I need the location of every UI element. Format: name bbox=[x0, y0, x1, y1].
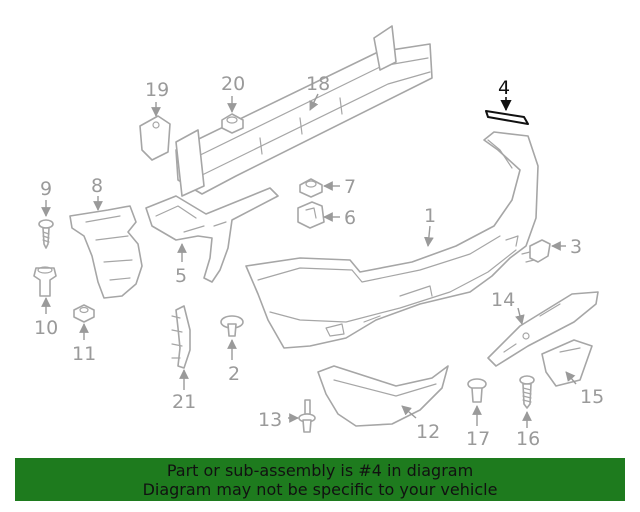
part-19-bracket[interactable] bbox=[139, 115, 171, 161]
part-21-strip[interactable] bbox=[171, 305, 191, 369]
part-15-plate[interactable] bbox=[541, 339, 593, 387]
banner-line-1: Part or sub-assembly is #4 in diagram bbox=[166, 461, 474, 480]
callout-14[interactable]: 14 bbox=[491, 289, 515, 311]
callout-5[interactable]: 5 bbox=[175, 265, 187, 287]
banner-line-2: Diagram may not be specific to your vehi… bbox=[142, 480, 498, 499]
callout-11[interactable]: 11 bbox=[72, 343, 96, 365]
callout-21[interactable]: 21 bbox=[172, 391, 196, 413]
part-4-moulding[interactable] bbox=[485, 110, 529, 125]
callout-20[interactable]: 20 bbox=[221, 73, 245, 95]
callout-17[interactable]: 17 bbox=[466, 428, 490, 450]
callout-3[interactable]: 3 bbox=[570, 236, 582, 258]
part-7-nut[interactable] bbox=[299, 178, 323, 198]
callout-19[interactable]: 19 bbox=[145, 79, 169, 101]
part-17-screw[interactable] bbox=[467, 378, 487, 403]
callout-4[interactable]: 4 bbox=[498, 77, 510, 99]
callout-18[interactable]: 18 bbox=[306, 73, 330, 95]
callout-6[interactable]: 6 bbox=[344, 207, 356, 229]
part-1-bumper-cover[interactable] bbox=[245, 131, 539, 349]
part-20-nut[interactable] bbox=[221, 113, 244, 134]
part-13-bolt[interactable] bbox=[298, 399, 316, 433]
parts-diagram: 19 20 18 4 7 6 8 9 1 5 3 10 11 14 2 21 1… bbox=[33, 25, 604, 450]
part-12-lower-panel[interactable] bbox=[317, 365, 449, 427]
callout-2[interactable]: 2 bbox=[228, 363, 240, 385]
callout-7[interactable]: 7 bbox=[344, 176, 356, 198]
callout-8[interactable]: 8 bbox=[91, 175, 103, 197]
part-16-screw[interactable] bbox=[519, 375, 535, 409]
part-14-side-trim[interactable] bbox=[487, 291, 599, 367]
callout-12[interactable]: 12 bbox=[416, 421, 440, 443]
callout-9[interactable]: 9 bbox=[40, 178, 52, 200]
part-10-push-clip[interactable] bbox=[33, 266, 57, 297]
callout-labels: 19 20 18 4 7 6 8 9 1 5 3 10 11 14 2 21 1… bbox=[34, 73, 604, 450]
part-3-sensor-bracket[interactable] bbox=[521, 239, 551, 263]
part-6-clip[interactable] bbox=[297, 201, 325, 229]
leader-lines bbox=[41, 93, 577, 428]
part-9-screw[interactable] bbox=[38, 219, 54, 249]
part-2-push-pin[interactable] bbox=[220, 315, 244, 337]
part-11-nut[interactable] bbox=[73, 304, 95, 323]
callout-1[interactable]: 1 bbox=[424, 205, 436, 227]
callout-15[interactable]: 15 bbox=[580, 386, 604, 408]
part-18-reinforcement-bar[interactable] bbox=[175, 25, 433, 197]
part-8-side-bracket[interactable] bbox=[69, 205, 143, 299]
callout-13[interactable]: 13 bbox=[258, 409, 282, 431]
info-banner: Part or sub-assembly is #4 in diagram Di… bbox=[15, 458, 625, 501]
part-5-bracket[interactable] bbox=[145, 187, 279, 283]
callout-16[interactable]: 16 bbox=[516, 428, 540, 450]
callout-10[interactable]: 10 bbox=[34, 317, 58, 339]
